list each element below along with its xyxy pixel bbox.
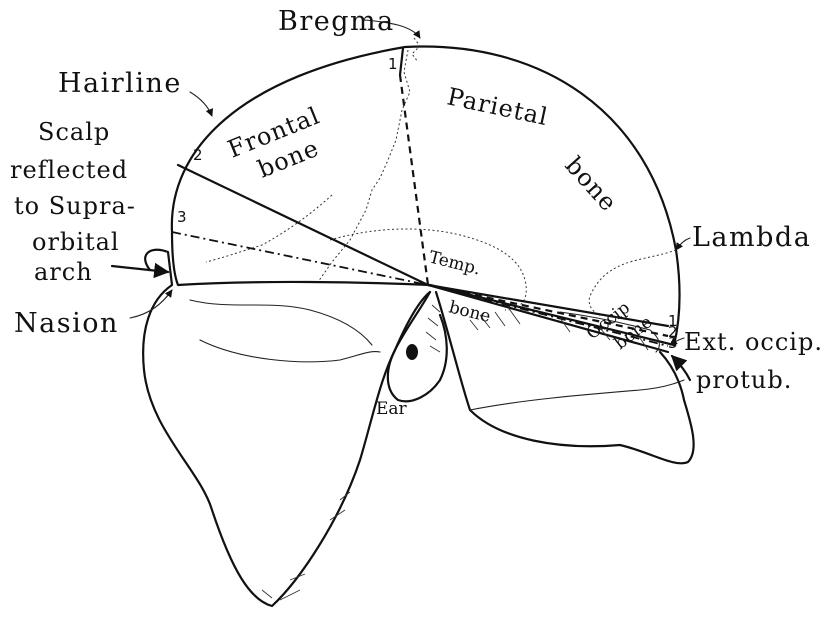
label-parietal-2: bone <box>560 151 623 217</box>
lambda-arrow <box>676 238 690 250</box>
protub-arrow <box>672 356 690 380</box>
front-flap-inner-2 <box>200 340 380 362</box>
label-hairline: Hairline <box>58 68 182 99</box>
ear-canal <box>406 344 418 360</box>
lambdoid-suture <box>589 250 676 316</box>
label-scalp-4: orbital <box>32 228 120 256</box>
nasion-arrow <box>130 290 172 318</box>
line-1-dashed <box>400 75 428 285</box>
label-nasion: Nasion <box>14 308 119 339</box>
label-scalp-1: Scalp <box>38 118 110 146</box>
label-temp-1: Temp. <box>427 247 483 279</box>
line-3 <box>172 232 428 285</box>
num-back-3: 3 <box>668 334 678 352</box>
label-bregma: Bregma <box>278 6 395 37</box>
label-ext-occip-2: protub. <box>696 366 792 394</box>
label-scalp-2: reflected <box>10 156 128 184</box>
label-lambda: Lambda <box>692 222 811 253</box>
front-flap-inner <box>190 300 372 345</box>
label-ext-occip-1: Ext. occip. <box>684 328 823 356</box>
bregma-suture-tick <box>412 38 420 62</box>
coronal-suture <box>318 50 410 282</box>
line-2 <box>178 165 428 285</box>
label-scalp-5: arch <box>34 258 93 286</box>
front-flap-hatch <box>262 492 350 600</box>
num-front-3: 3 <box>177 208 187 226</box>
scalp-arrow <box>112 266 168 272</box>
back-flap-inner <box>470 380 684 410</box>
label-ear: Ear <box>376 399 408 419</box>
line-1-frontal <box>400 48 403 75</box>
num-front-1: 1 <box>388 55 398 73</box>
hairline-arrow <box>190 92 212 116</box>
label-parietal-1: Parietal <box>445 82 551 131</box>
label-scalp-3: to Supra- <box>14 192 136 220</box>
ear-hatch <box>426 305 440 352</box>
num-front-2: 2 <box>193 146 203 164</box>
front-scalp-flap <box>143 250 430 606</box>
